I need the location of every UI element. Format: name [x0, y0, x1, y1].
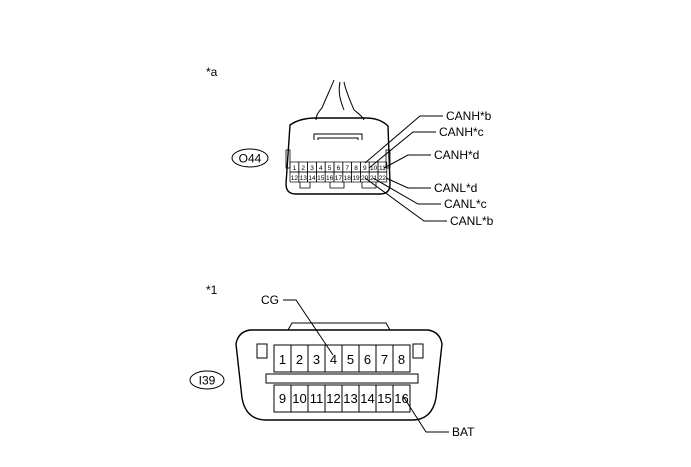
lower-pin-label: 8: [398, 352, 405, 367]
lower-pins-row2: 9 10 11 12 13 14 15 16: [273, 384, 411, 413]
lower-pin-label: 10: [292, 391, 306, 406]
upper-pin-label: 10: [370, 165, 378, 172]
lower-pin-label: 4: [330, 352, 337, 367]
upper-pin-label: 5: [328, 165, 332, 172]
upper-pin-label: 22: [379, 175, 387, 182]
upper-housing-tab-right: [385, 149, 391, 169]
lower-connector-key: [287, 322, 391, 331]
lower-pin-label: 9: [279, 391, 286, 406]
lower-pin-label: 15: [377, 391, 391, 406]
upper-connector-housing: [285, 117, 391, 195]
lower-connector-id: I39: [199, 374, 216, 388]
lower-connector-view: *1 1 2 3 4 5 6 7 8: [189, 283, 475, 439]
lower-latch-left: [256, 343, 268, 359]
callout-bat: BAT: [452, 425, 475, 439]
upper-pin-label: 7: [345, 165, 349, 172]
upper-pins-row1: 1 2 3 4 5 6 7 8 9 10 11: [289, 161, 388, 173]
upper-pin-label: 12: [291, 175, 299, 182]
lower-pin-label: 3: [313, 352, 320, 367]
leader-canh-c: [368, 131, 436, 169]
upper-pin-label: 19: [352, 175, 360, 182]
upper-pin-label: 18: [344, 175, 352, 182]
callout-canh-c: CANH*c: [439, 125, 484, 139]
lower-pin-label: 6: [364, 352, 371, 367]
leader-canh-b: [364, 115, 443, 164]
upper-pin-label: 8: [354, 165, 358, 172]
lower-connector-id-badge: [189, 370, 225, 390]
upper-pin-cell: [377, 171, 388, 183]
lower-connector-housing: [235, 329, 443, 421]
callout-cg: CG: [261, 293, 279, 307]
upper-housing-tab-left: [285, 149, 291, 169]
upper-connector-view: *a 1 2 3 4 5 6 7 8 9: [206, 65, 494, 228]
lower-pin-cell: [392, 344, 411, 373]
upper-view-tag: *a: [206, 65, 218, 79]
lower-pin-label: 2: [296, 352, 303, 367]
callout-canh-d: CANH*d: [434, 148, 479, 162]
callout-canl-c: CANL*c: [444, 197, 487, 211]
leader-cg: [283, 299, 334, 356]
lower-view-tag: *1: [206, 283, 218, 297]
callout-canl-d: CANL*d: [434, 181, 477, 195]
lower-pin-label: 7: [381, 352, 388, 367]
lower-pin-label: 13: [343, 391, 357, 406]
upper-connector-id: O44: [239, 152, 262, 166]
leader-canl-b: [364, 177, 447, 222]
upper-pin-label: 9: [363, 165, 367, 172]
upper-keying-notches: [299, 182, 377, 189]
upper-pin-label: 17: [335, 175, 343, 182]
upper-pin-label: 2: [301, 165, 305, 172]
callout-canh-b: CANH*b: [446, 109, 492, 123]
lower-pin-cell: [392, 384, 411, 413]
lower-pin-label: 11: [310, 391, 324, 406]
upper-pin-label: 1: [293, 165, 297, 172]
upper-pin-label: 16: [326, 175, 334, 182]
leader-canl-c: [372, 177, 441, 205]
upper-connector-id-badge: [231, 148, 269, 168]
upper-pin-label: 6: [337, 165, 341, 172]
leader-bat: [402, 395, 449, 433]
lower-pin-label: 14: [360, 391, 374, 406]
lower-pin-label: 1: [279, 352, 286, 367]
lower-pin-label: 5: [347, 352, 354, 367]
leader-canl-d: [385, 177, 431, 189]
upper-callout-leaders: [364, 115, 447, 222]
upper-pin-label: 15: [317, 175, 325, 182]
callout-canl-b: CANL*b: [450, 214, 494, 228]
upper-pins-row2: 12 13 14 15 16 17 18 19 20 21 22: [289, 171, 388, 183]
lower-pin-label: 12: [326, 391, 340, 406]
upper-connector-latch: [313, 133, 363, 140]
upper-pin-label: 13: [300, 175, 308, 182]
lower-latch-right: [412, 343, 424, 359]
leader-canh-d: [383, 154, 431, 169]
lower-pins-row1: 1 2 3 4 5 6 7 8: [273, 344, 411, 373]
upper-pin-label: 4: [319, 165, 323, 172]
upper-pin-label: 14: [308, 175, 316, 182]
upper-pin-label: 11: [379, 165, 386, 172]
lower-pin-label: 16: [394, 391, 408, 406]
upper-harness-wire: [315, 79, 365, 121]
upper-pin-label: 3: [310, 165, 314, 172]
lower-center-divider: [265, 373, 419, 384]
